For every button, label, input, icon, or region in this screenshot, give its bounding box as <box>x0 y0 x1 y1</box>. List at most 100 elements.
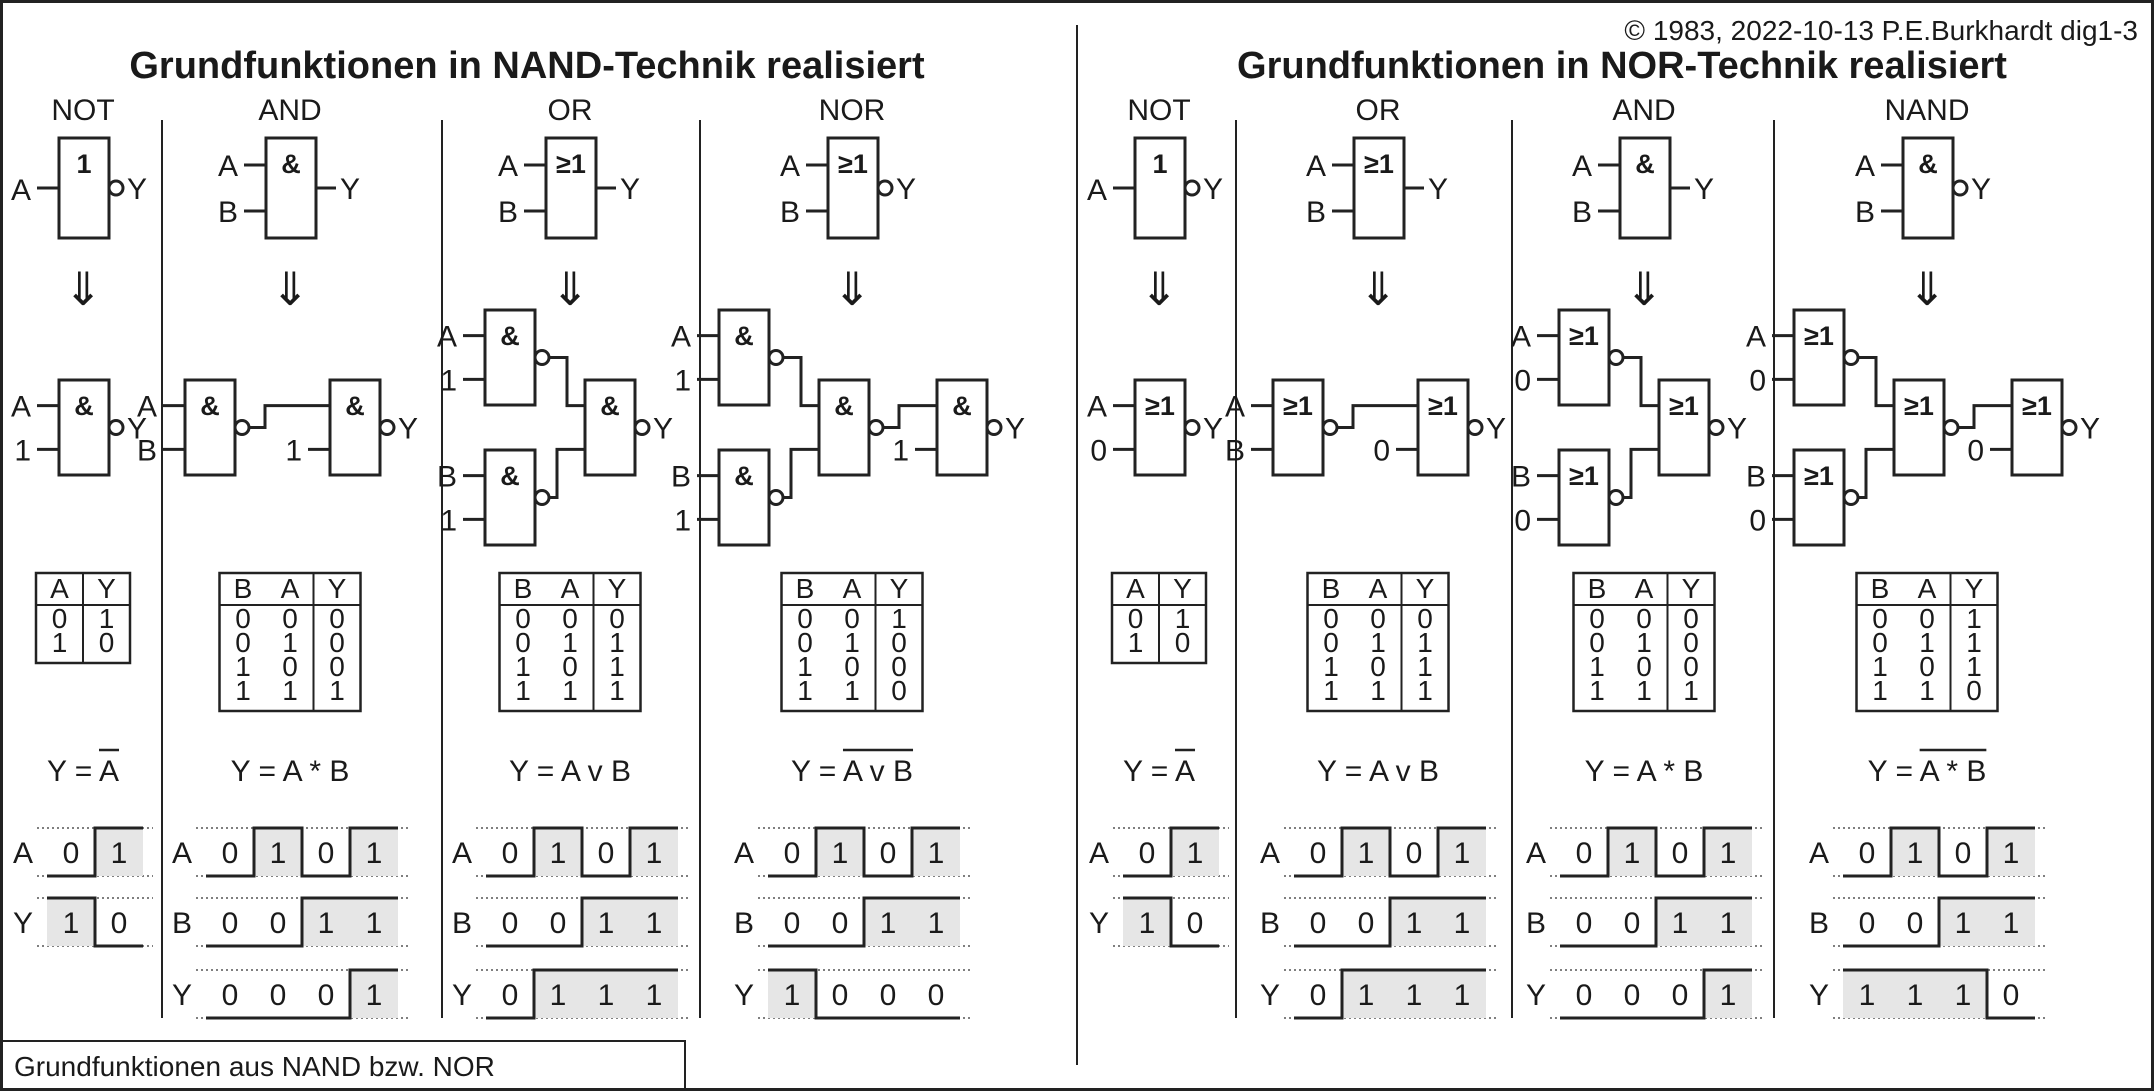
timing-value: 0 <box>1358 907 1375 940</box>
implies-arrow: ⇓ <box>1625 263 1664 315</box>
wire <box>1958 404 2012 429</box>
truth-table-frame <box>1572 571 1716 713</box>
timing-waveform <box>1560 968 1752 1020</box>
gate: & <box>717 448 771 547</box>
timing-waveform <box>486 896 678 948</box>
truth-table-cell: 1 <box>99 603 115 634</box>
negation-bubble <box>1183 179 1201 197</box>
output-label: Y <box>1486 413 1506 446</box>
truth-table-cell: 0 <box>329 627 345 658</box>
timing-value: 0 <box>1187 907 1204 940</box>
timing-label: Y <box>1260 979 1280 1012</box>
wire <box>783 356 819 408</box>
truth-table-cell: 0 <box>282 603 298 634</box>
truth-table-header: Y <box>97 573 116 604</box>
const-label: 0 <box>1749 504 1766 537</box>
output-label: Y <box>398 413 418 446</box>
timing-value: 1 <box>1358 837 1375 870</box>
truth-table-cell: 0 <box>515 627 531 658</box>
timing-value: 1 <box>928 907 945 940</box>
negation-bubble <box>867 419 885 436</box>
gate-symbol: & <box>1918 149 1938 179</box>
timing-waveform <box>1294 826 1486 878</box>
timing-value: 0 <box>1310 907 1327 940</box>
timing-value: 0 <box>832 979 849 1012</box>
timing-waveform <box>768 896 960 948</box>
output-label: Y <box>2080 413 2100 446</box>
output-label: Y <box>1971 173 1991 206</box>
wire <box>1858 447 1894 499</box>
gate-body <box>1352 136 1406 240</box>
negation-bubble <box>107 419 125 436</box>
copyright: © 1983, 2022-10-13 P.E.Burkhardt dig1-3 <box>1624 15 2138 46</box>
const-label: 1 <box>14 434 31 467</box>
input-label: A <box>437 321 457 354</box>
truth-table-cell: 0 <box>562 651 578 682</box>
timing-high-fill <box>630 828 678 876</box>
truth-table-cell: 0 <box>844 651 860 682</box>
timing-label: A <box>1089 837 1109 870</box>
timing-value: 0 <box>598 837 615 870</box>
timing-high-fill <box>1342 828 1390 876</box>
wire <box>1858 356 1894 408</box>
input-label: B <box>671 461 691 494</box>
wire <box>1337 404 1418 429</box>
truth-table-cell: 0 <box>1636 651 1652 682</box>
timing-value: 1 <box>1358 979 1375 1012</box>
truth-table-cell: 0 <box>1370 603 1386 634</box>
truth-table-cell: 1 <box>891 603 907 634</box>
negation-bubble <box>1466 419 1484 436</box>
timing-value: 1 <box>832 837 849 870</box>
timing-label: Y <box>1526 979 1546 1012</box>
timing-value: 1 <box>784 979 801 1012</box>
timing-waveform <box>206 968 398 1020</box>
timing-value: 0 <box>63 837 80 870</box>
timing-high-fill <box>1438 970 1486 1018</box>
truth-table-cell: 0 <box>1966 675 1982 706</box>
truth-table-cell: 0 <box>235 603 251 634</box>
timing-waveform <box>1560 826 1752 878</box>
gate-symbol: ≥1 <box>1804 321 1834 351</box>
timing-high-fill <box>350 970 398 1018</box>
implies-arrow: ⇓ <box>1908 263 1947 315</box>
truth-table-header: Y <box>1416 573 1435 604</box>
gate-symbol: & <box>281 149 301 179</box>
truth-table-cell: 0 <box>1683 651 1699 682</box>
truth-table-cell: 0 <box>1683 603 1699 634</box>
truth-table-cell: 0 <box>1417 603 1433 634</box>
gate-body <box>264 136 318 240</box>
output-label: Y <box>127 413 147 446</box>
timing-label: B <box>1809 907 1829 940</box>
truth-table-cell: 1 <box>1966 603 1982 634</box>
implies-arrow: ⇓ <box>1140 263 1179 315</box>
timing-waveform <box>1560 896 1752 948</box>
timing-value: 0 <box>1672 979 1689 1012</box>
truth-table-cell: 1 <box>235 651 251 682</box>
gate-symbol: ≥1 <box>1283 391 1313 421</box>
timing-value: 1 <box>1720 979 1737 1012</box>
column-dividers <box>161 25 1775 1065</box>
const-label: 1 <box>440 364 457 397</box>
const-label: 0 <box>1514 504 1531 537</box>
negation-bubble <box>876 179 894 197</box>
truth-table-cell: 1 <box>1323 675 1339 706</box>
negation-bubble <box>1842 489 1860 506</box>
timing-label: Y <box>734 979 754 1012</box>
output-label: Y <box>896 173 916 206</box>
timing-waveform <box>206 896 398 948</box>
timing-value: 0 <box>880 837 897 870</box>
timing-waveform <box>47 896 143 948</box>
gate: & <box>264 136 318 240</box>
input-label: A <box>11 391 31 424</box>
wire <box>1623 447 1659 499</box>
timing-high-fill <box>1342 970 1390 1018</box>
input-label: A <box>218 150 238 183</box>
